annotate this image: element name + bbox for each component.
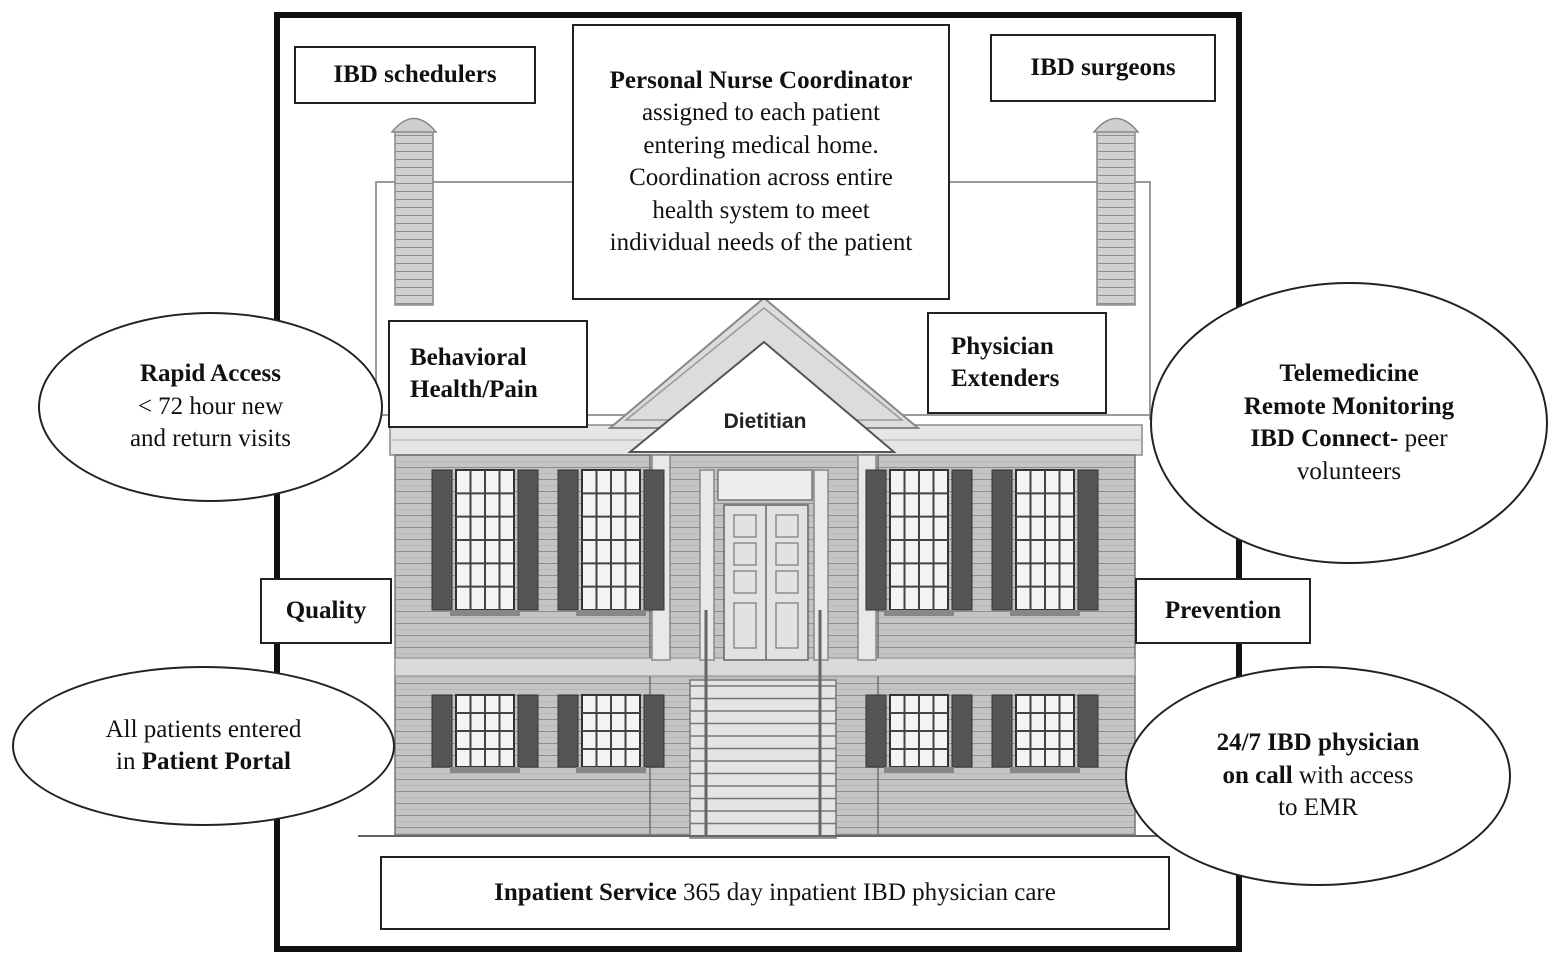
on-call-oval: 24/7 IBD physician on call with access t… xyxy=(1125,666,1511,886)
ibd-surgeons-box: IBD surgeons xyxy=(990,34,1216,102)
window xyxy=(865,694,973,773)
nurse-coordinator-title: Personal Nurse Coordinator xyxy=(609,66,913,94)
patient-portal-label: Patient Portal xyxy=(141,748,291,775)
quality-box: Quality xyxy=(260,578,392,644)
telemedicine-line-2: Remote Monitoring xyxy=(1243,392,1455,420)
quality-label: Quality xyxy=(285,596,367,624)
front-stairs xyxy=(689,610,837,839)
on-call-line-3: to EMR xyxy=(1278,794,1358,822)
extenders-line-1: Physician xyxy=(951,332,1054,360)
prevention-box: Prevention xyxy=(1135,578,1311,644)
rapid-access-line-1: < 72 hour new xyxy=(137,392,284,420)
rapid-access-oval: Rapid Access < 72 hour new and return vi… xyxy=(38,312,383,502)
front-door xyxy=(717,469,813,661)
ibd-connect-label: IBD Connect- xyxy=(1250,425,1399,452)
window xyxy=(557,469,665,616)
nurse-line-3: Coordination across entire xyxy=(629,164,893,191)
nurse-line-1: assigned to each patient xyxy=(641,99,881,126)
telemedicine-line-1: Telemedicine xyxy=(1279,360,1419,387)
extenders-line-2: Extenders xyxy=(951,365,1060,392)
ibd-connect-rest: peer xyxy=(1398,425,1448,452)
nurse-coordinator-box: Personal Nurse Coordinator assigned to e… xyxy=(572,24,950,300)
portal-line-1: All patients entered xyxy=(105,715,302,743)
telemedicine-oval: Telemedicine Remote Monitoring IBD Conne… xyxy=(1150,282,1548,564)
behavioral-health-box: Behavioral Health/Pain xyxy=(388,320,588,428)
telemedicine-line-4: volunteers xyxy=(1296,457,1402,485)
on-call-bold: on call xyxy=(1222,761,1293,789)
inpatient-service-bold: Inpatient Service xyxy=(494,878,677,906)
on-call-line-2: on call with access xyxy=(1223,760,1414,793)
nurse-line-5: individual needs of the patient xyxy=(609,229,913,256)
window xyxy=(991,469,1099,616)
inpatient-service-box: Inpatient Service 365 day inpatient IBD … xyxy=(380,856,1170,930)
patient-portal-oval: All patients entered in Patient Portal xyxy=(12,666,395,826)
physician-extenders-box: Physician Extenders xyxy=(927,312,1107,414)
window xyxy=(557,694,665,773)
pediment xyxy=(607,296,921,453)
prevention-label: Prevention xyxy=(1164,596,1282,624)
telemedicine-line-3: IBD Connect- peer xyxy=(1250,423,1447,456)
on-call-rest: with access xyxy=(1292,761,1414,789)
window xyxy=(865,469,973,616)
portal-line-2: in Patient Portal xyxy=(116,746,291,779)
nurse-line-4: health system to meet xyxy=(652,196,870,224)
ibd-schedulers-label: IBD schedulers xyxy=(333,60,497,88)
nurse-line-2: entering medical home. xyxy=(643,131,879,159)
ibd-schedulers-box: IBD schedulers xyxy=(294,46,536,104)
windows xyxy=(431,469,1099,773)
rapid-access-line-2: and return visits xyxy=(129,425,292,453)
window xyxy=(431,694,539,773)
left-chimney xyxy=(390,117,438,306)
on-call-line-1: 24/7 IBD physician xyxy=(1216,729,1420,757)
dietitian-label: Dietitian xyxy=(723,410,807,433)
behavioral-line-1: Behavioral xyxy=(410,343,527,371)
right-chimney xyxy=(1092,117,1140,306)
inpatient-service-rest: 365 day inpatient IBD physician care xyxy=(676,878,1056,906)
rapid-access-title: Rapid Access xyxy=(140,360,281,388)
behavioral-line-2: Health/Pain xyxy=(410,376,538,403)
window xyxy=(431,469,539,616)
window xyxy=(991,694,1099,773)
portal-line-2-pre: in xyxy=(116,748,142,775)
ibd-surgeons-label: IBD surgeons xyxy=(1030,53,1176,81)
